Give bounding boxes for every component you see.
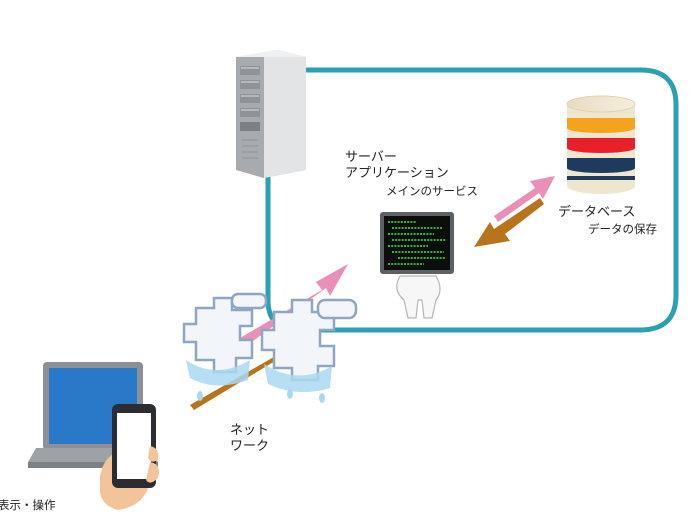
database-sub-label: データの保存: [588, 222, 657, 236]
server-app-terminal-icon: [380, 212, 454, 319]
server-services-label: メインのサービス: [386, 184, 478, 198]
network-arrow-down: [190, 330, 318, 410]
network-arrow-up: [240, 264, 348, 346]
server-tower-icon: [236, 50, 306, 178]
network-label-line2: ワーク: [230, 439, 270, 454]
database-icon: [566, 95, 636, 194]
smartphone-icon: [100, 404, 159, 510]
network-cloud-icon: [182, 292, 358, 403]
server-app-label-line2: アプリケーション: [345, 166, 449, 181]
arrow-from-database: [474, 198, 544, 247]
client-label: 表示・操作: [0, 498, 56, 512]
database-label: データベース: [558, 205, 636, 220]
network-label-line1: ネット: [230, 423, 270, 438]
server-app-label-line1: サーバー: [345, 150, 397, 165]
arrow-to-database: [494, 176, 555, 222]
